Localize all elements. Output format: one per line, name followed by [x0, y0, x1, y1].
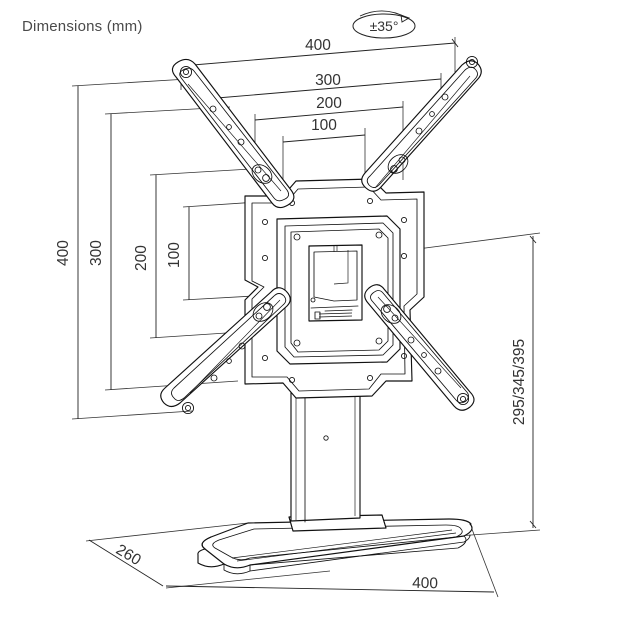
top-dim-300-label: 300 [315, 72, 341, 89]
base-dim-400-label: 400 [412, 575, 439, 592]
base-plate [197, 518, 473, 575]
top-dim-200-label: 200 [316, 95, 342, 112]
left-dim-100-label: 100 [166, 242, 183, 268]
base-dim-260-label: 260 [113, 541, 144, 569]
top-dim-100: 100 [282, 117, 366, 190]
extension-arm-bottom-left [160, 287, 291, 415]
base-dim-400: 400 [165, 523, 499, 598]
tv-stand-illustration [160, 55, 482, 575]
rotation-angle-label: ±35° [370, 18, 399, 34]
rotation-angle-badge: ±35° [352, 10, 416, 39]
left-dimension-group: 400 300 200 100 [55, 78, 291, 420]
left-dim-400-label: 400 [55, 240, 72, 266]
left-dim-200-label: 200 [133, 245, 150, 271]
vesa-mount-body [244, 178, 425, 399]
extension-arm-bottom-right [364, 284, 475, 411]
left-dim-300-label: 300 [88, 240, 105, 266]
right-dimension-group: 295/345/395 [409, 232, 541, 539]
page-title: Dimensions (mm) [22, 18, 143, 35]
left-dim-300: 300 [88, 106, 239, 391]
top-dim-100-label: 100 [311, 117, 337, 134]
extension-arm-top-right [361, 55, 482, 192]
right-dim-height-label: 295/345/395 [511, 339, 528, 425]
top-dim-400-label: 400 [305, 37, 331, 54]
left-dim-400: 400 [55, 78, 193, 420]
extension-arm-top-left [171, 58, 295, 209]
